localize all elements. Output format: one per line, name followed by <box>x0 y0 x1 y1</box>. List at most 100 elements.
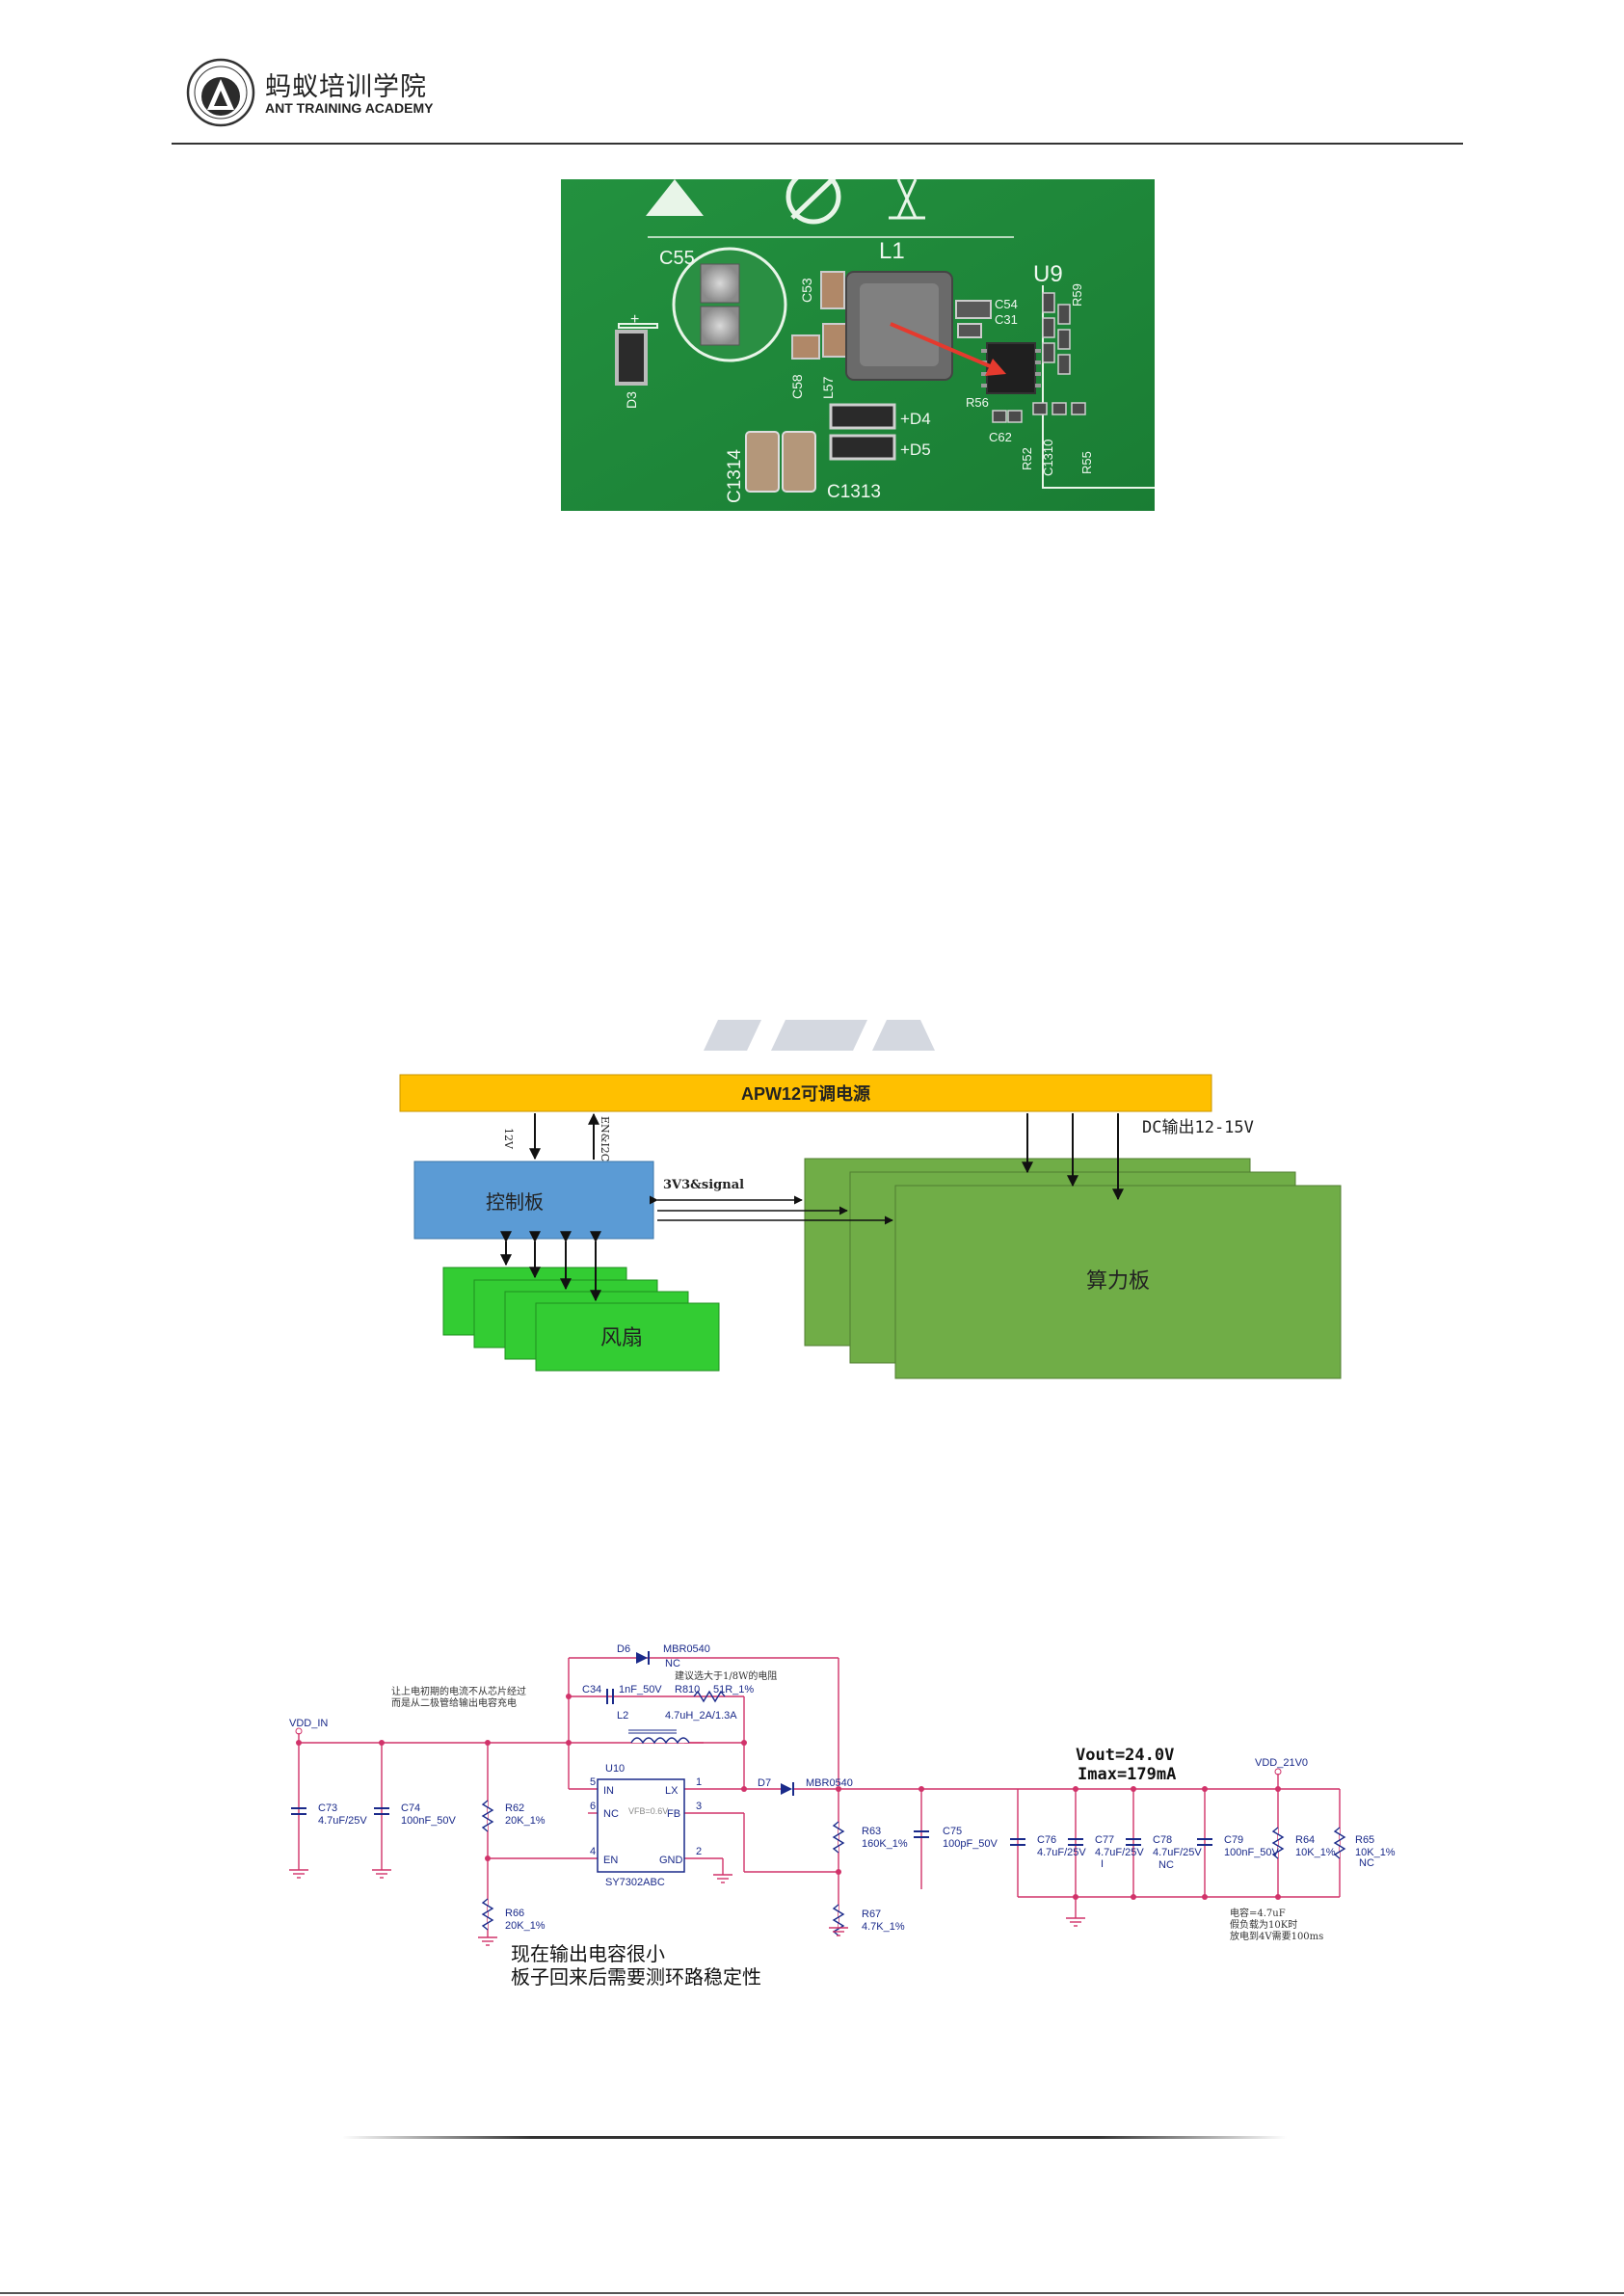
r65-nc-label: NC <box>1359 1857 1374 1869</box>
system-block-diagram: APW12可调电源 DC输出12-15V 控制板 12V EN&I2C 算力板 … <box>399 1020 1342 1379</box>
c34-label: C34 <box>582 1684 601 1695</box>
pin-in-label: IN <box>603 1785 614 1797</box>
r67-value: 4.7K_1% <box>862 1921 905 1933</box>
vfb-label: VFB=0.6V <box>628 1806 668 1816</box>
c75-value: 100pF_50V <box>943 1838 998 1850</box>
diode-d5 <box>829 434 896 461</box>
capacitor-c1313 <box>782 431 816 493</box>
r66-label: R66 <box>505 1908 524 1919</box>
pin-6-label: 6 <box>590 1801 596 1812</box>
label-c1314: C1314 <box>725 449 745 503</box>
c73-value: 4.7uF/25V <box>318 1815 367 1827</box>
r63-label: R63 <box>862 1826 881 1837</box>
note-resistor: 建议选大于1/8W的电阻 <box>675 1669 777 1682</box>
c75-label: C75 <box>943 1826 962 1837</box>
note-stability-line2: 板子回来后需要测环路稳定性 <box>511 1965 761 1989</box>
d7-label: D7 <box>758 1777 771 1789</box>
academy-seal-icon <box>186 58 255 127</box>
pin-1-label: 1 <box>696 1776 702 1788</box>
c78-label: C78 <box>1153 1834 1172 1846</box>
hash-board-label: 算力板 <box>1086 1269 1150 1294</box>
logo-chinese-text: 蚂蚁培训学院 <box>265 72 427 102</box>
label-c62: C62 <box>989 430 1012 444</box>
boost-converter-schematic: VDD_IN VDD_21V0 D6 MBR0540 NC C34 1nF_50… <box>289 1643 1396 1989</box>
label-c1313: C1313 <box>827 482 881 502</box>
r65-value: 10K_1% <box>1355 1847 1396 1858</box>
watermark-shape <box>704 1020 935 1051</box>
pin-fb-label: FB <box>667 1808 680 1820</box>
note-inrush-line2: 而是从二极管给输出电容充电 <box>391 1696 517 1709</box>
control-board-block <box>413 1161 654 1240</box>
label-c31: C31 <box>995 312 1018 327</box>
pin-4-label: 4 <box>590 1846 596 1857</box>
c77-label: C77 <box>1095 1834 1114 1846</box>
d6-nc-label: NC <box>665 1658 680 1669</box>
diode-d4 <box>829 403 896 430</box>
r810-label: R810 <box>675 1684 700 1695</box>
pcb-photo: C55 + D3 C53 C58 L57 L1 C54 C31 U9 R59 R… <box>561 179 1155 511</box>
label-d5: +D5 <box>900 441 931 459</box>
r64-value: 10K_1% <box>1295 1847 1336 1858</box>
c77-value: 4.7uF/25V <box>1095 1847 1144 1858</box>
12v-label: 12V <box>502 1128 515 1150</box>
label-l1: L1 <box>879 238 905 264</box>
label-c53: C53 <box>799 278 814 303</box>
enable-label: EN&I2C <box>599 1116 611 1161</box>
label-c55: C55 <box>659 248 695 269</box>
r64-label: R64 <box>1295 1834 1315 1846</box>
r62-value: 20K_1% <box>505 1815 546 1827</box>
note-cap-line1: 电容=4.7uF <box>1230 1907 1286 1919</box>
fan-label: 风扇 <box>600 1326 643 1350</box>
label-d4: +D4 <box>900 410 931 428</box>
c73-label: C73 <box>318 1802 337 1814</box>
logo-english-text: ANT TRAINING ACADEMY <box>265 100 434 116</box>
label-d3: D3 <box>624 391 639 409</box>
c74-label: C74 <box>401 1802 420 1814</box>
l2-label: L2 <box>617 1710 628 1722</box>
c79-value: 100nF_50V <box>1224 1847 1280 1858</box>
label-r56: R56 <box>966 395 989 410</box>
footer-divider <box>342 2136 1287 2139</box>
fan-block-4 <box>535 1302 720 1372</box>
pin-lx-label: LX <box>665 1785 679 1797</box>
certification-marks-icon <box>646 179 925 225</box>
r63-value: 160K_1% <box>862 1838 908 1850</box>
capacitor-c53 <box>820 271 845 309</box>
psu-label: APW12可调电源 <box>741 1083 870 1104</box>
red-arrow-icon <box>890 322 1006 376</box>
r66-value: 20K_1% <box>505 1920 546 1932</box>
c76-value: 4.7uF/25V <box>1037 1847 1086 1858</box>
vdd-21v0-label: VDD_21V0 <box>1255 1757 1308 1769</box>
label-c1310: C1310 <box>1041 440 1055 476</box>
pin-5-label: 5 <box>590 1776 596 1788</box>
hash-board-block-3 <box>894 1185 1342 1379</box>
note-cap-line3: 放电到4V需要100ms <box>1230 1930 1323 1942</box>
label-l57: L57 <box>820 376 836 399</box>
d7-part-label: MBR0540 <box>806 1777 853 1789</box>
vdd-in-label: VDD_IN <box>289 1718 328 1729</box>
c78-value: 4.7uF/25V <box>1153 1847 1202 1858</box>
d6-label: D6 <box>617 1643 630 1655</box>
r62-label: R62 <box>505 1802 524 1814</box>
logo: 蚂蚁培训学院 ANT TRAINING ACADEMY <box>186 58 433 135</box>
label-r55: R55 <box>1079 451 1094 474</box>
pin-2-label: 2 <box>696 1846 702 1857</box>
psu-block <box>399 1074 1212 1112</box>
header-divider <box>172 143 1463 145</box>
c78-nc-label: NC <box>1158 1859 1174 1871</box>
label-c58: C58 <box>789 374 805 399</box>
c74-value: 100nF_50V <box>401 1815 457 1827</box>
r65-label: R65 <box>1355 1834 1374 1846</box>
capacitor-c1314 <box>745 431 780 493</box>
d6-part-label: MBR0540 <box>663 1643 710 1655</box>
pin-gnd-label: GND <box>659 1855 683 1866</box>
c76-label: C76 <box>1037 1834 1056 1846</box>
c79-label: C79 <box>1224 1834 1243 1846</box>
label-c54: C54 <box>995 297 1018 311</box>
vout-label: Vout=24.0V <box>1076 1746 1174 1765</box>
label-r59: R59 <box>1070 283 1084 307</box>
pin-nc-label: NC <box>603 1808 619 1820</box>
signal-label: 3V3&signal <box>663 1178 744 1192</box>
note-inrush-line1: 让上电初期的电流不从芯片经过 <box>391 1685 526 1697</box>
ic-u10 <box>597 1778 685 1873</box>
